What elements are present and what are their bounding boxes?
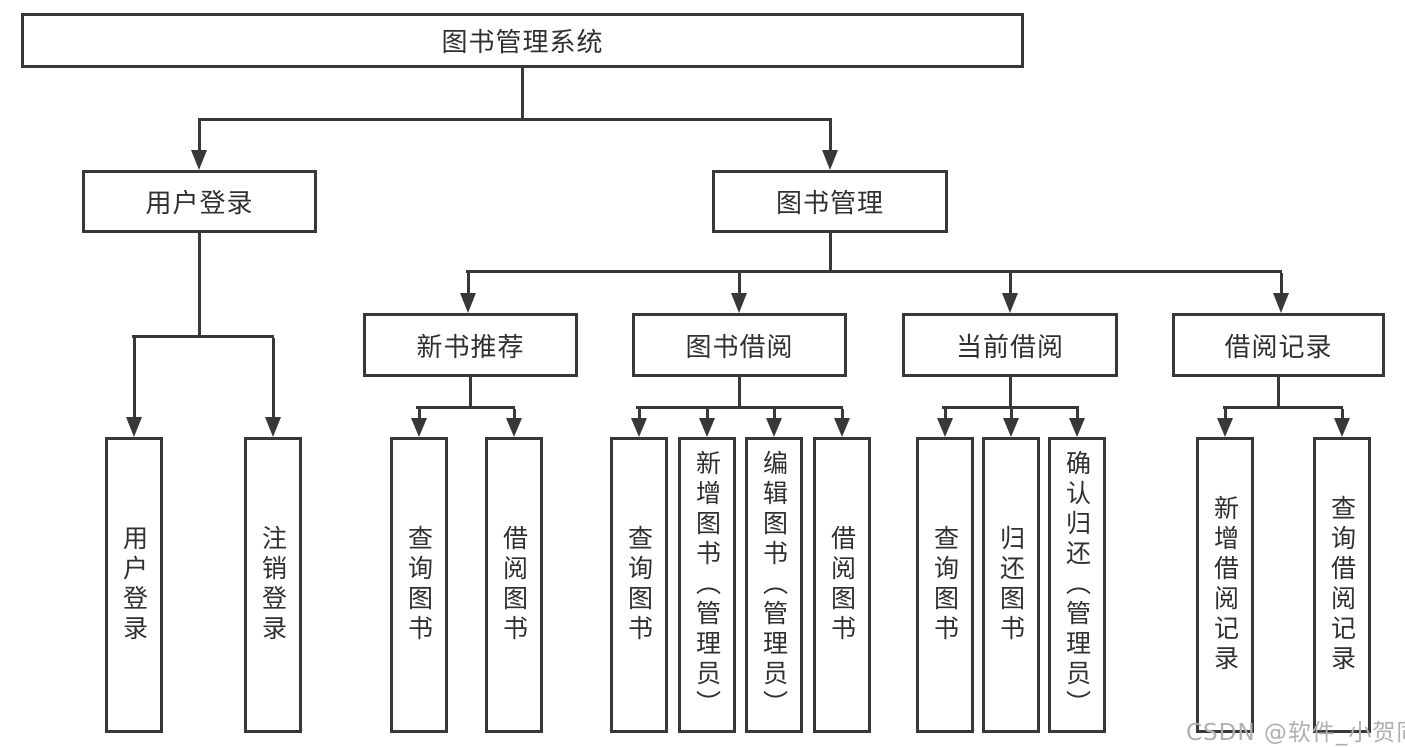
arrowhead-down-icon [506, 418, 522, 437]
arrowhead-down-icon [1217, 418, 1233, 437]
connector-root-stem [521, 68, 524, 118]
leaf-user-login: 用户登录 [105, 437, 163, 733]
arrowhead-down-icon [731, 293, 747, 313]
leaf-add-borrow-record: 新增借阅记录 [1196, 437, 1254, 733]
leaf-logout-label: 注销登录 [258, 525, 288, 645]
leaf-borrow-books-borrow: 借阅图书 [813, 437, 871, 733]
connector-arrow-stem [1076, 409, 1079, 419]
node-book-mgmt-label: 图书管理 [775, 189, 884, 219]
connector-borrow-stem [738, 377, 741, 409]
leaf-query-books-borrow-label: 查询图书 [624, 525, 654, 645]
connector-arrow-stem [829, 118, 832, 151]
leaf-confirm-return-admin: 确认归还（管理员） [1048, 437, 1106, 733]
node-book-mgmt: 图书管理 [712, 170, 948, 233]
leaf-borrow-books-rec: 借阅图书 [485, 437, 543, 733]
arrowhead-down-icon [834, 418, 850, 437]
connector-arrow-stem [841, 409, 844, 419]
leaf-borrow-books-rec-label: 借阅图书 [499, 525, 529, 645]
leaf-confirm-return-admin-label: 确认归还（管理员） [1062, 450, 1092, 720]
node-root-label: 图书管理系统 [441, 28, 604, 58]
node-current-borrow: 当前借阅 [902, 313, 1118, 377]
leaf-edit-book-admin-label: 编辑图书（管理员） [759, 450, 789, 720]
node-root: 图书管理系统 [21, 13, 1024, 68]
connector-level3-bar [466, 270, 1282, 273]
leaf-query-books-rec-label: 查询图书 [404, 525, 434, 645]
arrowhead-down-icon [265, 417, 281, 437]
node-book-borrow: 图书借阅 [632, 313, 847, 377]
connector-arrow-stem [706, 409, 709, 419]
connector-login-stem [198, 233, 201, 338]
arrowhead-down-icon [126, 417, 142, 437]
connector-rec-bar [416, 406, 515, 409]
leaf-add-book-admin: 新增图书（管理员） [678, 437, 736, 733]
arrowhead-down-icon [1069, 418, 1085, 437]
connector-level2-bar [198, 118, 832, 121]
connector-arrow-stem [133, 338, 136, 418]
arrowhead-down-icon [699, 418, 715, 437]
arrowhead-down-icon [631, 418, 647, 437]
connector-arrow-stem [773, 409, 776, 419]
leaf-query-books-current-label: 查询图书 [930, 525, 960, 645]
arrowhead-down-icon [1002, 293, 1018, 313]
arrowhead-down-icon [937, 418, 953, 437]
connector-rec-stem [469, 377, 472, 409]
leaf-borrow-books-borrow-label: 借阅图书 [827, 525, 857, 645]
leaf-query-books-current: 查询图书 [916, 437, 974, 733]
arrowhead-down-icon [1334, 418, 1350, 437]
arrowhead-down-icon [411, 418, 427, 437]
connector-arrow-stem [272, 338, 275, 418]
arrowhead-down-icon [822, 150, 838, 170]
connector-arrow-stem [513, 409, 516, 419]
leaf-add-borrow-record-label: 新增借阅记录 [1210, 495, 1240, 675]
connector-current-bar [942, 406, 1079, 409]
leaf-return-book: 归还图书 [982, 437, 1040, 733]
leaf-logout: 注销登录 [244, 437, 302, 733]
leaf-query-books-borrow: 查询图书 [610, 437, 668, 733]
connector-records-bar [1223, 406, 1343, 409]
connector-current-stem [1009, 377, 1012, 409]
connector-records-stem [1277, 377, 1280, 409]
node-user-login: 用户登录 [82, 170, 317, 233]
connector-arrow-stem [944, 409, 947, 419]
arrowhead-down-icon [460, 293, 476, 313]
leaf-return-book-label: 归还图书 [996, 525, 1026, 645]
node-borrow-records-label: 借阅记录 [1224, 332, 1333, 363]
leaf-edit-book-admin: 编辑图书（管理员） [745, 437, 803, 733]
leaf-user-login-label: 用户登录 [119, 525, 149, 645]
connector-arrow-stem [467, 273, 470, 294]
arrowhead-down-icon [1003, 418, 1019, 437]
connector-arrow-stem [1224, 409, 1227, 419]
arrowhead-down-icon [766, 418, 782, 437]
node-borrow-records: 借阅记录 [1172, 313, 1385, 377]
connector-arrow-stem [418, 409, 421, 419]
connector-mgmt-stem [829, 233, 832, 273]
connector-borrow-bar [636, 406, 843, 409]
node-current-borrow-label: 当前借阅 [955, 332, 1064, 363]
connector-arrow-stem [1341, 409, 1344, 419]
leaf-query-books-rec: 查询图书 [390, 437, 448, 733]
leaf-query-borrow-record-label: 查询借阅记录 [1327, 495, 1357, 675]
leaf-add-book-admin-label: 新增图书（管理员） [692, 450, 722, 720]
arrowhead-down-icon [191, 150, 207, 170]
connector-arrow-stem [198, 118, 201, 151]
watermark: CSDN @软件_小贺同学 [1186, 720, 1405, 746]
connector-arrow-stem [1010, 409, 1013, 419]
leaf-query-borrow-record: 查询借阅记录 [1313, 437, 1371, 733]
connector-arrow-stem [1009, 273, 1012, 294]
connector-arrow-stem [738, 273, 741, 294]
connector-arrow-stem [1280, 273, 1283, 294]
node-book-borrow-label: 图书借阅 [685, 332, 794, 363]
node-user-login-label: 用户登录 [145, 189, 254, 219]
connector-login-bar [132, 335, 274, 338]
node-new-book-rec: 新书推荐 [363, 313, 578, 377]
node-new-book-rec-label: 新书推荐 [416, 332, 525, 363]
connector-arrow-stem [638, 409, 641, 419]
arrowhead-down-icon [1273, 293, 1289, 313]
